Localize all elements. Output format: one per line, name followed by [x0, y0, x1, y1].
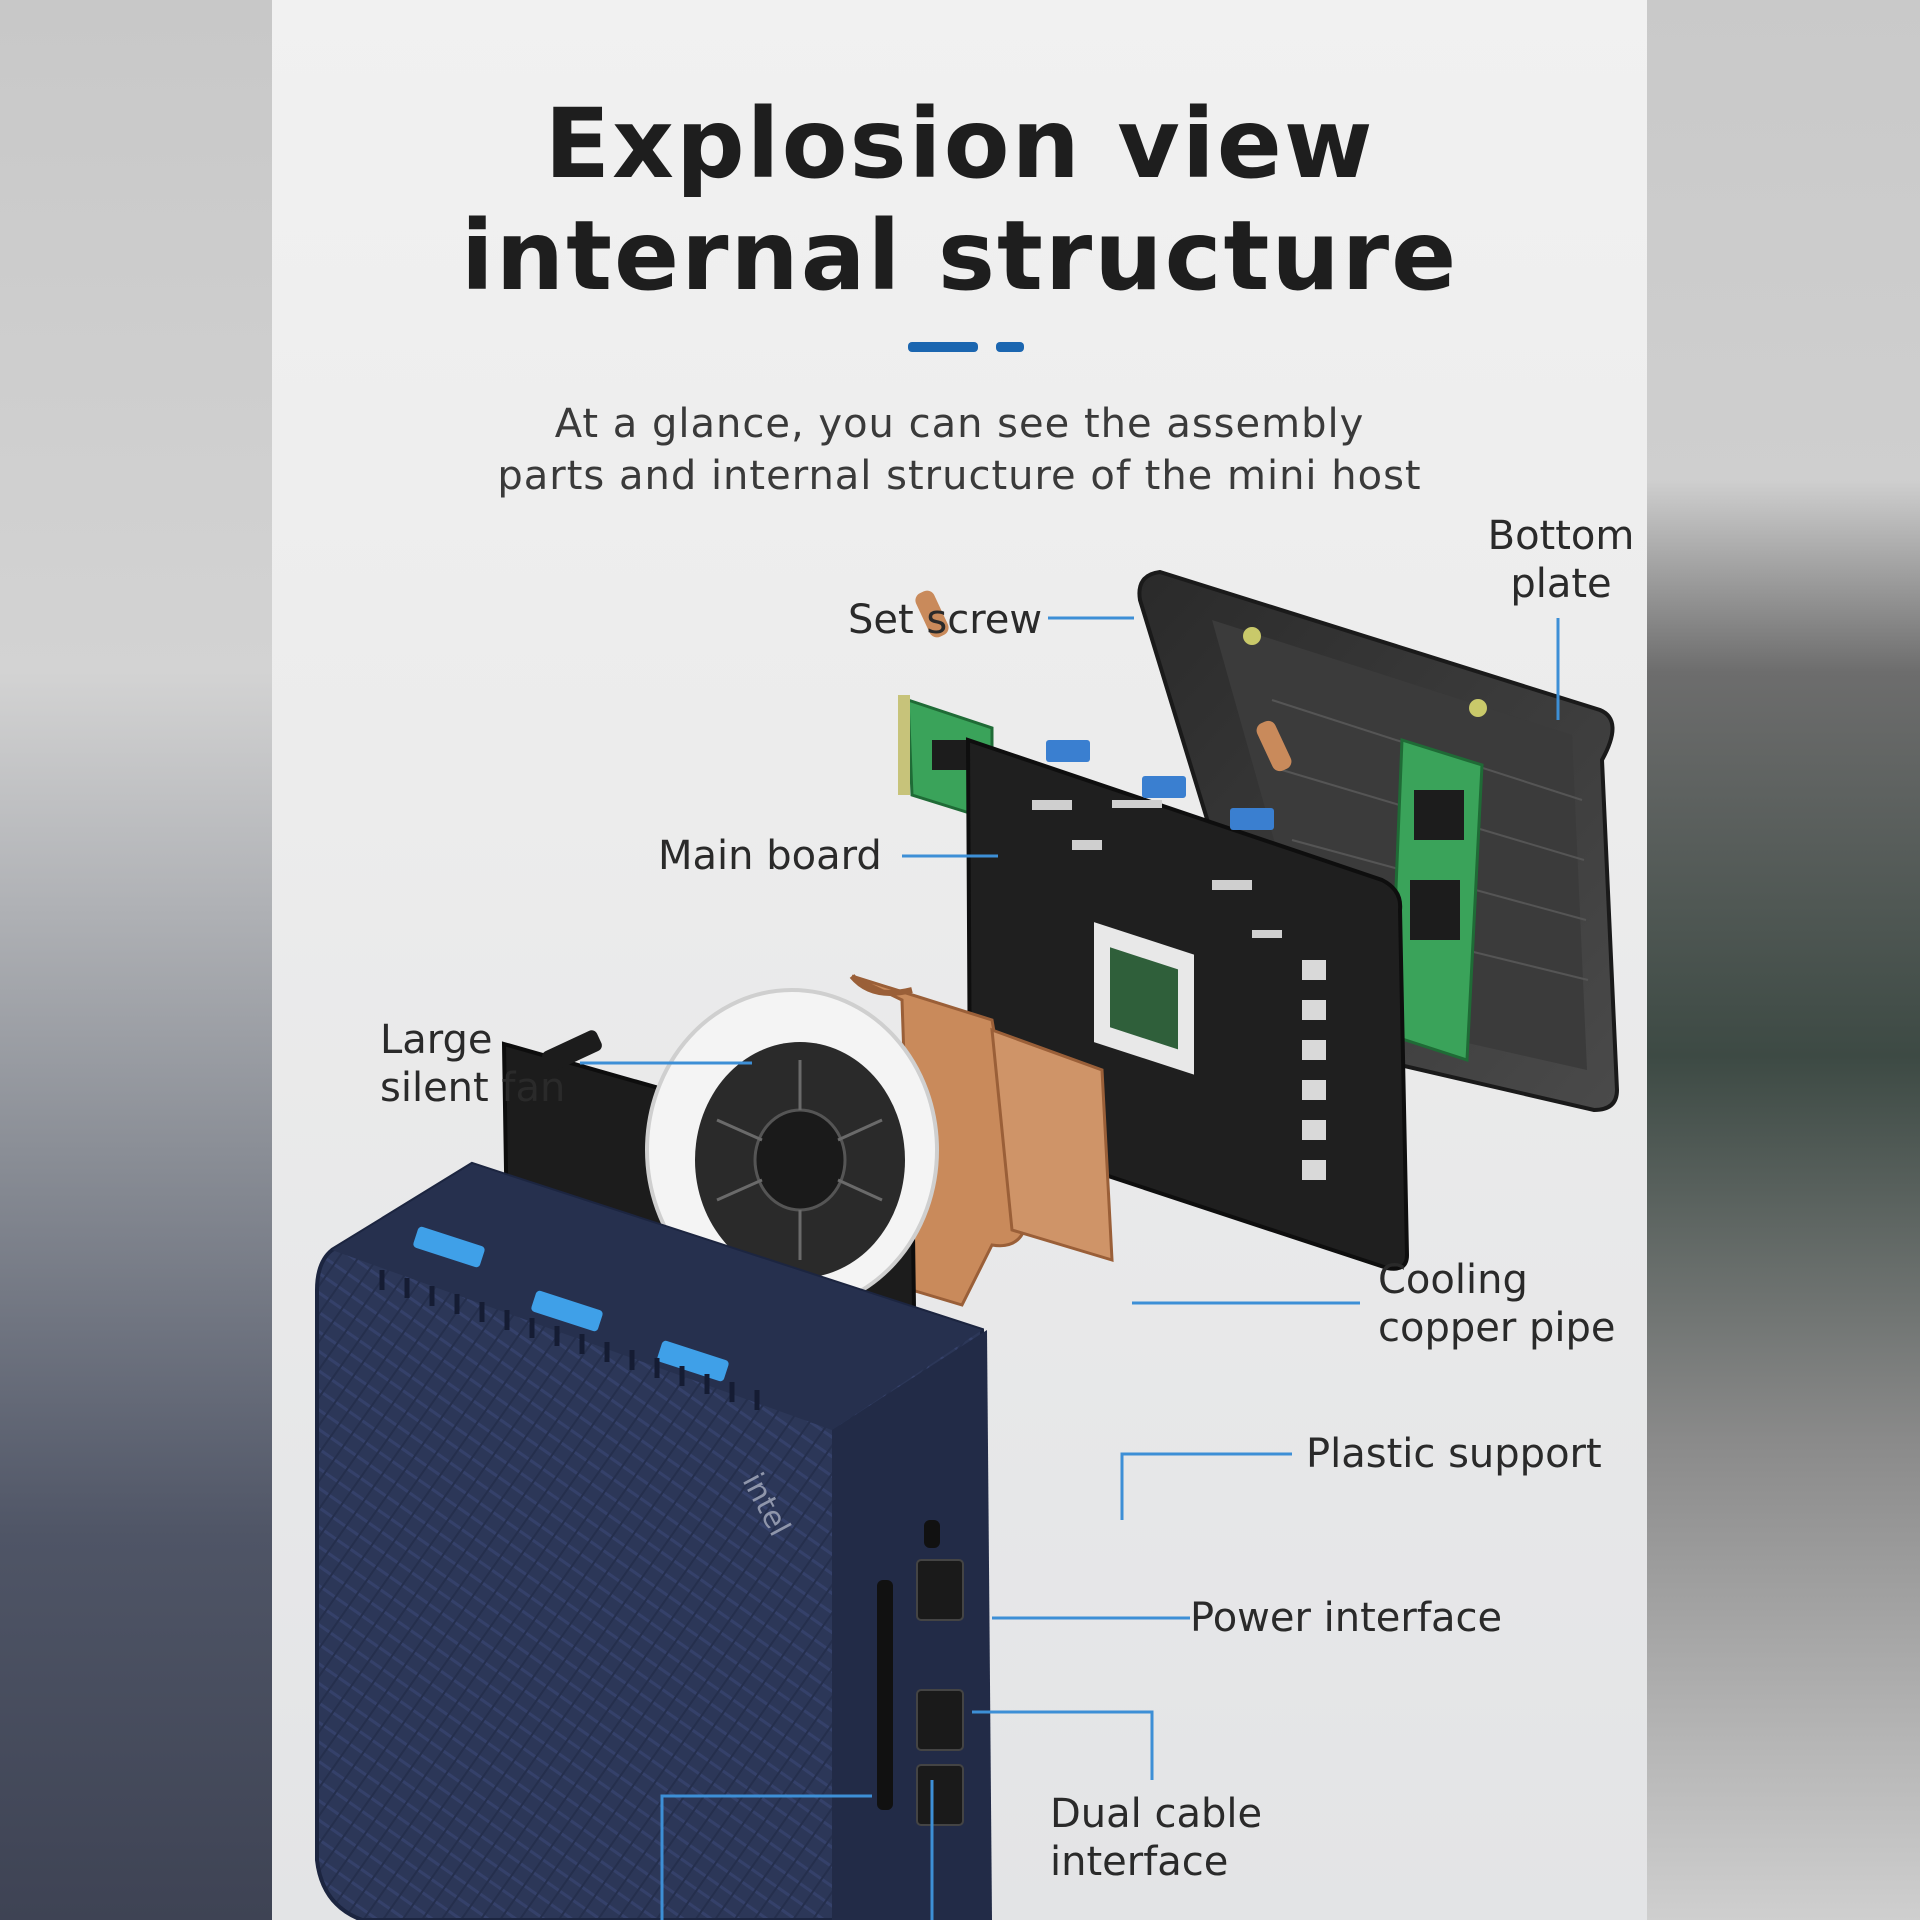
title-divider-long [908, 342, 978, 352]
blurred-background-left [0, 0, 272, 1920]
power-port-icon [916, 1559, 964, 1621]
usb-port-icon [413, 1226, 485, 1268]
callout-fan-line-1: Large [380, 1017, 493, 1063]
callout-cooling-line-2: copper pipe [1378, 1305, 1616, 1351]
page-title: Explosion view internal structure [272, 88, 1647, 312]
mini-pc-chassis: intel [315, 1161, 992, 1920]
page-subtitle: At a glance, you can see the assembly pa… [272, 398, 1647, 502]
usb-port-icon [531, 1290, 603, 1332]
title-line-2: internal structure [460, 200, 1459, 312]
callout-dual-cable-interface: Dual cable interface [1050, 1790, 1262, 1886]
callout-dual-cable-line-1: Dual cable [1050, 1791, 1263, 1837]
callout-leader-lines [580, 616, 1560, 1920]
set-screw-icon [915, 590, 949, 638]
title-line-1: Explosion view [544, 88, 1375, 200]
infographic-panel: Explosion view internal structure At a g… [272, 0, 1647, 1920]
ethernet-port-icon [916, 1689, 964, 1751]
title-divider-short [996, 342, 1024, 352]
subtitle-line-2: parts and internal structure of the mini… [497, 453, 1422, 499]
usb-port-icon [657, 1340, 729, 1382]
callout-fan-line-2: silent fan [380, 1065, 566, 1111]
subtitle-line-1: At a glance, you can see the assembly [554, 401, 1365, 447]
callout-bottom-plate: Bottom plate [1486, 512, 1636, 608]
card-slot [877, 1580, 893, 1810]
callout-set-screw: Set screw [848, 597, 1043, 643]
callout-plastic-support: Plastic support [1306, 1431, 1602, 1477]
blurred-background-right [1647, 0, 1920, 1920]
ssd-module [1388, 737, 1484, 1063]
callout-cooling-line-1: Cooling [1378, 1257, 1528, 1303]
large-silent-fan [645, 988, 939, 1312]
ethernet-port-icon [916, 1764, 964, 1826]
callout-bottom-plate-line-1: Bottom [1487, 513, 1635, 559]
callout-large-silent-fan: Large silent fan [380, 1016, 565, 1112]
cooling-copper-pipe [849, 973, 1114, 1307]
set-screw-icon [1256, 720, 1292, 772]
callout-bottom-plate-line-2: plate [1510, 561, 1612, 607]
callout-main-board: Main board [658, 833, 882, 879]
exploded-device-illustration: intel [315, 569, 1620, 1920]
callout-dual-cable-line-2: interface [1050, 1839, 1229, 1885]
callout-power-interface: Power interface [1190, 1595, 1503, 1641]
callout-cooling-copper-pipe: Cooling copper pipe [1378, 1256, 1616, 1352]
